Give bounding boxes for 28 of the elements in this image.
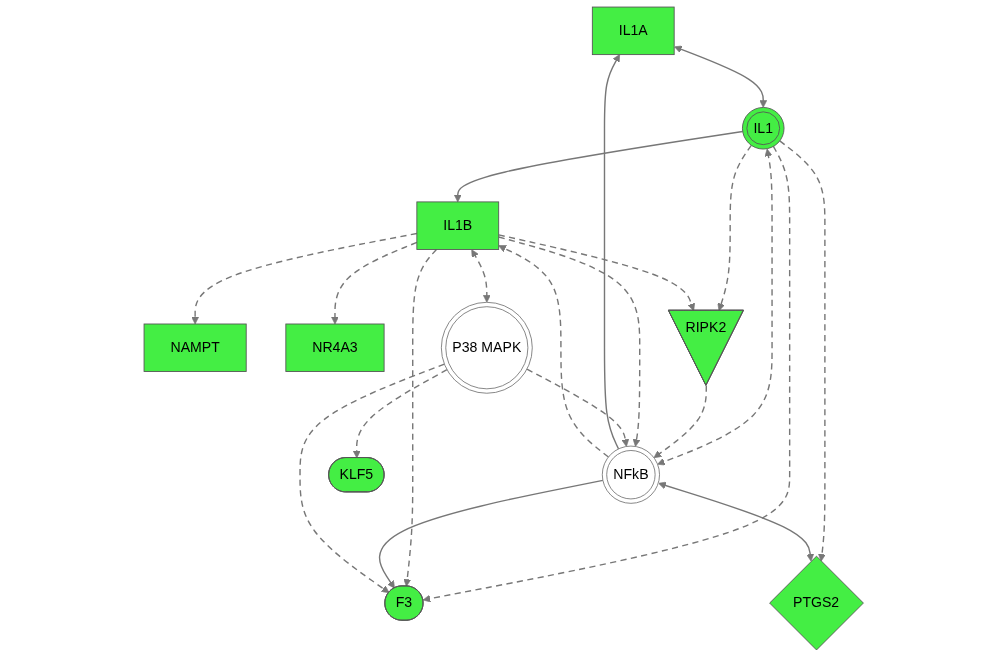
arrow [378, 479, 604, 589]
node-box: NAMPT [143, 323, 247, 372]
arrow [498, 245, 609, 458]
node-circle: IL1 [741, 107, 785, 150]
node-diamond: PTGS2 [768, 555, 864, 651]
node-circle: P38 MAPK [440, 301, 533, 394]
arrow [403, 248, 437, 587]
arrow [603, 54, 620, 450]
arrow [352, 369, 448, 459]
arrow [497, 236, 641, 447]
arrow [422, 145, 791, 603]
node-box: NR4A3 [285, 323, 385, 372]
arrow [191, 232, 418, 325]
arrow [653, 385, 707, 459]
arrow [330, 241, 418, 325]
node-box: IL1B [416, 201, 499, 250]
arrow [673, 45, 767, 108]
arrow [471, 249, 491, 303]
arrow [299, 363, 445, 594]
arrow [657, 148, 773, 466]
arrow [497, 234, 695, 311]
arrow [778, 140, 826, 562]
arrow [453, 130, 744, 203]
arrow [526, 368, 629, 447]
arrow [658, 481, 814, 562]
arrow [717, 144, 752, 311]
node-box: IL1A [591, 6, 675, 56]
node-circle: NFkB [601, 445, 660, 504]
